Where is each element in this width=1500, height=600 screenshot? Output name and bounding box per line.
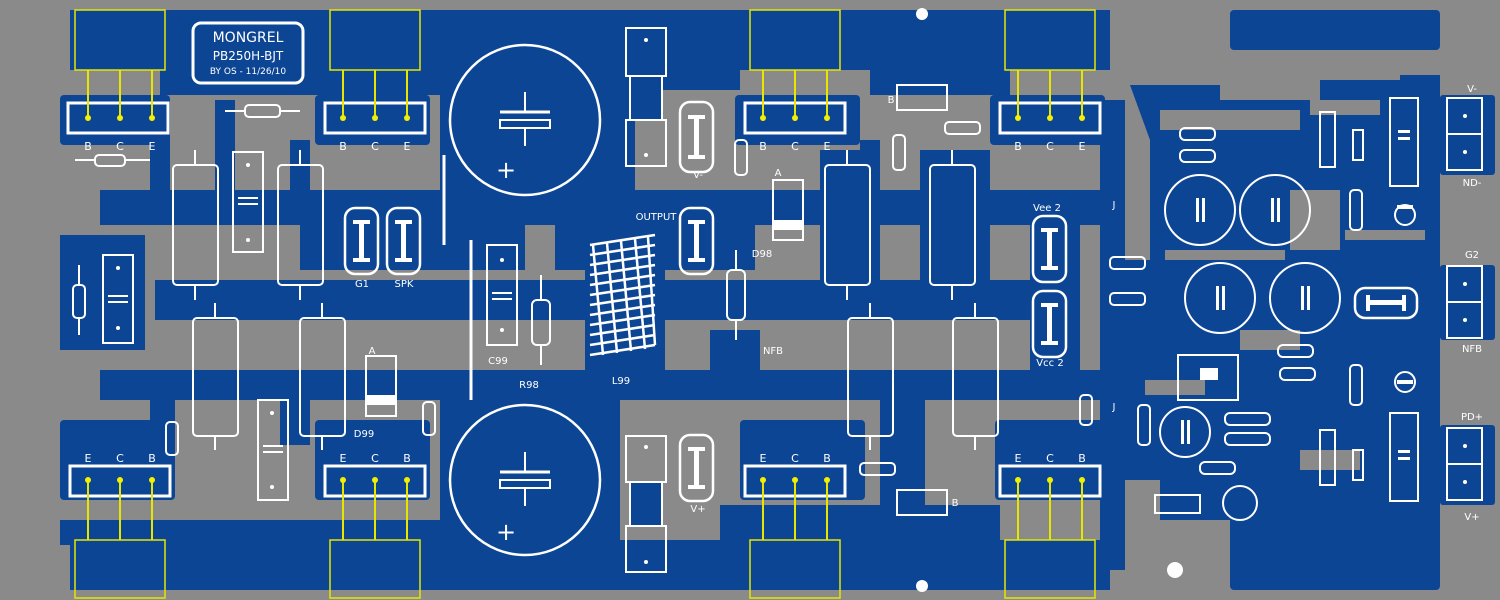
fuse-holder-bottom: [625, 435, 667, 573]
title-line3: BY OS - 11/26/10: [210, 67, 287, 77]
pin-c: C: [1046, 452, 1054, 465]
transistor-q-top-4: B C E: [998, 9, 1102, 153]
connector-label-vminus: V-: [1467, 84, 1477, 95]
terminal-blocks: [1446, 97, 1483, 501]
pin-c: C: [1046, 140, 1054, 153]
pin-b: B: [1014, 140, 1022, 153]
driver-stage-marks: [1181, 130, 1413, 460]
inductor-l99: [589, 233, 657, 357]
label-d99: D99: [354, 429, 374, 440]
cap-plus-symbol: +: [496, 156, 516, 184]
pin-b: B: [823, 452, 831, 465]
isolation-gaps: [1145, 100, 1425, 470]
label-vminus: V-: [693, 170, 703, 181]
label-c99: C99: [488, 356, 508, 367]
silkscreen-labels: G1 SPK OUTPUT D98 NFB C99 R98 L99 D99 V-…: [354, 95, 1116, 515]
label-g1: G1: [355, 279, 369, 290]
transistor-q-bottom-3: E C B: [743, 452, 847, 599]
label-j-top: J: [1112, 200, 1116, 211]
connector-label-nfb: NFB: [1462, 344, 1482, 355]
jumper-wires: [442, 155, 473, 400]
pin-c: C: [371, 452, 379, 465]
pin-e: E: [340, 452, 347, 465]
connector-label-g2: G2: [1465, 250, 1479, 261]
label-b-top: B: [888, 95, 895, 106]
label-vplus: V+: [690, 504, 705, 515]
title-line1: MONGREL: [213, 30, 284, 46]
label-nfb-mid: NFB: [763, 346, 783, 357]
connector-label-vplus: V+: [1464, 512, 1479, 523]
pin-b: B: [403, 452, 411, 465]
transistor-q-bottom-2: E C B: [323, 452, 427, 599]
diode-bands: [367, 220, 802, 405]
pin-e: E: [1079, 140, 1086, 153]
label-a-d99: A: [369, 346, 376, 357]
pin-b: B: [84, 140, 92, 153]
pin-b: B: [148, 452, 156, 465]
label-j-bottom: J: [1112, 402, 1116, 413]
transistor-q-top-1: B C E: [66, 9, 170, 153]
label-output: OUTPUT: [636, 212, 678, 223]
spade-terminals: [343, 100, 1419, 503]
label-r98: R98: [519, 380, 539, 391]
label-b-bottom: B: [952, 498, 959, 509]
pin-e: E: [1015, 452, 1022, 465]
title-frame: [191, 21, 305, 85]
pin-e: E: [824, 140, 831, 153]
pin-c: C: [791, 140, 799, 153]
label-d98: D98: [752, 249, 772, 260]
pin-e: E: [404, 140, 411, 153]
spade-terminal-marks: [353, 115, 1406, 489]
label-l99: L99: [612, 376, 630, 387]
pin-b: B: [759, 140, 767, 153]
label-vee2: Vee 2: [1033, 203, 1061, 214]
connector-labels: V- ND- G2 NFB PD+ V+: [1461, 84, 1483, 523]
capacitor-main-bottom: +: [448, 403, 602, 557]
transistor-q-bottom-1: E C B: [68, 452, 172, 599]
cap-plus-symbol: +: [496, 518, 516, 546]
connector-label-pd: PD+: [1461, 412, 1483, 423]
connector-label-nd: ND-: [1463, 178, 1482, 189]
label-a-d98: A: [775, 168, 782, 179]
pin-c: C: [116, 140, 124, 153]
pin-c: C: [371, 140, 379, 153]
transistor-q-top-2: B C E: [323, 9, 427, 153]
transistor-q-top-3: B C E: [743, 9, 847, 153]
terminal-pins: [1463, 114, 1467, 484]
fuse-holder-top: [625, 27, 667, 167]
driver-stage: [1137, 97, 1419, 521]
cap-symbols: [108, 197, 512, 453]
small-parts: [72, 84, 1146, 516]
pin-e: E: [149, 140, 156, 153]
pin-b: B: [1078, 452, 1086, 465]
label-vcc2: Vcc 2: [1036, 358, 1063, 369]
pin-e: E: [85, 452, 92, 465]
pin-c: C: [116, 452, 124, 465]
capacitor-main-top: +: [448, 43, 602, 197]
pin-e: E: [760, 452, 767, 465]
title-block: MONGREL PB250H-BJT BY OS - 11/26/10: [191, 21, 305, 85]
pin-c: C: [791, 452, 799, 465]
title-line2: PB250H-BJT: [213, 49, 284, 63]
label-spk: SPK: [395, 279, 414, 290]
pin-b: B: [339, 140, 347, 153]
emitter-resistors: [172, 150, 999, 450]
pad-dots: [116, 8, 1183, 592]
transistor-q-bottom-4: E C B: [998, 452, 1102, 599]
